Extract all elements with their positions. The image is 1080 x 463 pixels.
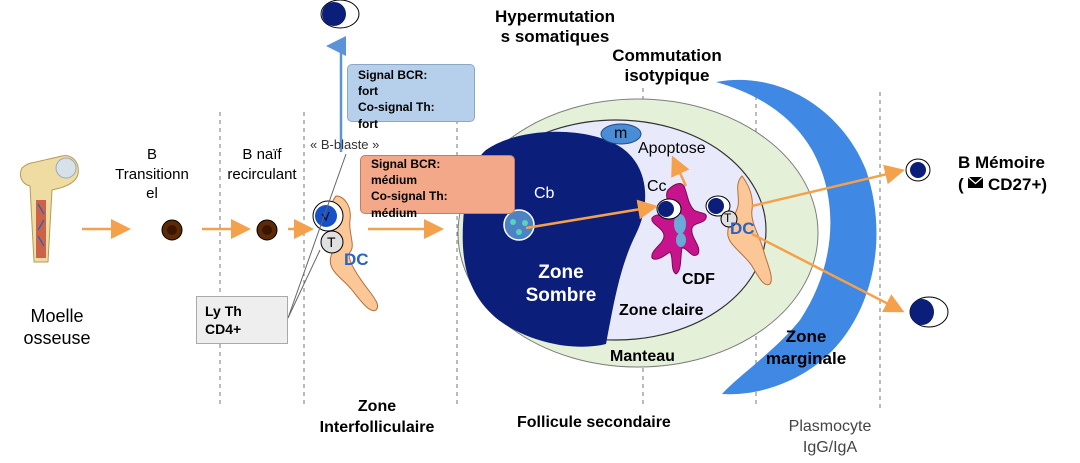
- cdf-cell: [651, 183, 707, 275]
- plasmocyte-label: Plasmocyte IgG/IgA: [788, 418, 872, 456]
- b-naif-cell: [256, 219, 278, 241]
- dc-cell-follicle: [727, 175, 772, 286]
- centrocyte-cell: [656, 198, 682, 220]
- arrow-cb-to-cc: [525, 199, 658, 230]
- signal-medium-text: Signal BCR: médium Co-signal Th: médium: [371, 157, 448, 220]
- macrophage-label: m: [614, 125, 628, 142]
- hypermutation-label: Hypermutation s somatiques: [495, 7, 615, 47]
- b-memoire-cell: [905, 158, 931, 182]
- plasmocyte-cell: [909, 296, 949, 328]
- t-cell-interfollicular: [320, 230, 344, 254]
- b-memoire-label: B Mémoire: [958, 153, 1045, 172]
- b-cell-follicle: [705, 195, 731, 217]
- moelle-label: Moelle osseuse: [23, 306, 91, 348]
- dc-follicle-label: DC: [730, 219, 755, 238]
- macrophage-m: [600, 123, 642, 145]
- t-interfollicular-label: T: [327, 234, 336, 250]
- manteau-label: Manteau: [610, 348, 675, 365]
- lyth-text: Ly Th CD4+: [205, 303, 242, 338]
- cb-label: Cb: [534, 185, 555, 202]
- naif-label: B naïf recirculant: [227, 146, 297, 183]
- signal-fort-text: Signal BCR: fort Co-signal Th: fort: [358, 68, 435, 131]
- lyth-box: Ly Th CD4+: [196, 296, 288, 344]
- bone-icon: [19, 155, 79, 263]
- zone-interfolliculaire-label: Zone Interfolliculaire: [319, 398, 435, 436]
- memoire-paren: (: [958, 175, 964, 194]
- arrow-to-plasmocyte: [751, 232, 905, 313]
- arrow-to-memoire: [751, 164, 905, 208]
- cc-label: Cc: [647, 178, 667, 195]
- t-cell-follicle: [720, 210, 738, 228]
- b-blaste-cell: [312, 200, 344, 232]
- signal-fort-box: Signal BCR: fort Co-signal Th: fort: [347, 64, 475, 131]
- commutation-label: Commutation isotypique: [612, 46, 722, 86]
- plasmablast-cell: [320, 0, 360, 29]
- b-transitionnel-cell: [161, 219, 183, 241]
- lyth-pointer: [287, 249, 321, 319]
- envelope-icon: [967, 176, 984, 188]
- blaste-label: « B-blaste »: [310, 137, 380, 152]
- centroblast-cell: [503, 209, 535, 241]
- zone-marginale-label: Zone marginale: [765, 327, 847, 369]
- apoptose-label: Apoptose: [638, 140, 706, 157]
- zone-claire-label: Zone claire: [619, 302, 704, 319]
- cdf-label: CDF: [682, 271, 715, 288]
- blaste-pointer: [287, 153, 347, 319]
- marginal-zone: [716, 79, 877, 395]
- memoire-marker-label: CD27+): [988, 175, 1048, 194]
- signal-medium-box: Signal BCR: médium Co-signal Th: médium: [360, 155, 515, 220]
- zone-sombre-label: Zone Sombre: [525, 262, 597, 306]
- follicule-label: Follicule secondaire: [517, 414, 671, 431]
- t-follicle-label: T: [724, 211, 732, 225]
- dc-interfollicular-label: DC: [344, 250, 369, 269]
- transitionnel-label: B Transitionn el: [115, 146, 189, 202]
- arrow-to-apoptose: [671, 155, 690, 187]
